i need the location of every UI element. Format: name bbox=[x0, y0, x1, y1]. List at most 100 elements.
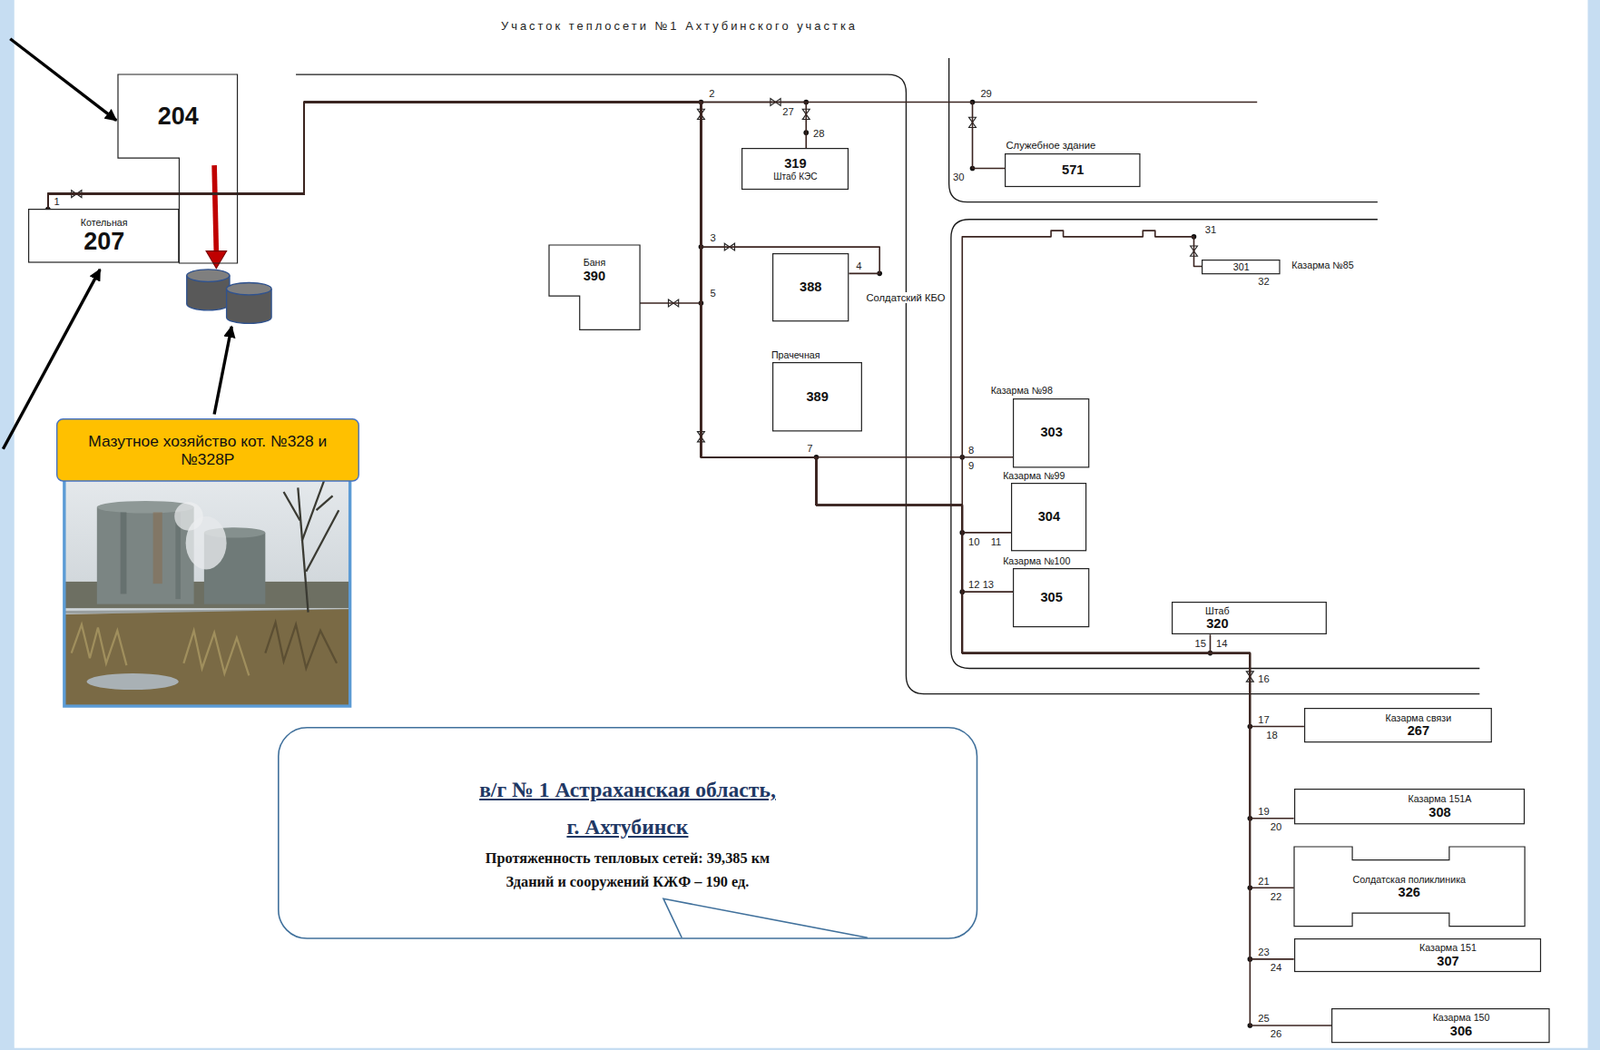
box-outline bbox=[1171, 602, 1326, 635]
building-box: 303Казарма №98 bbox=[1012, 398, 1090, 468]
callout-number: 19 bbox=[1256, 805, 1271, 817]
building-box: Казарма 150306 bbox=[1331, 1008, 1551, 1043]
callout-number: 1 bbox=[52, 196, 60, 207]
box-text: Зданий и сооружений КЖФ – 190 ед. bbox=[506, 870, 750, 894]
building-caption: Прачечная bbox=[770, 349, 822, 361]
box-outline bbox=[1305, 708, 1493, 743]
box-body: Котельная207 bbox=[28, 208, 179, 264]
building-box: 389Прачечная bbox=[772, 362, 863, 432]
box-body: 571 bbox=[1004, 153, 1141, 187]
box-outline bbox=[1294, 938, 1542, 972]
callout-number: 8 bbox=[967, 444, 975, 456]
building-caption: Казарма №100 bbox=[1001, 555, 1071, 567]
box-text: 388 bbox=[799, 279, 822, 295]
white-panel bbox=[14, 0, 1589, 1049]
heat-pipe bbox=[48, 101, 1012, 532]
box-text: Казарма 151А bbox=[1407, 793, 1472, 805]
box-body: Казарма 151А308 bbox=[1354, 788, 1525, 825]
box-text: 571 bbox=[1061, 162, 1084, 178]
heat-pipe bbox=[48, 101, 1295, 959]
box-body: Штаб320 bbox=[1171, 601, 1264, 635]
box-body: Баня390 bbox=[549, 245, 640, 296]
box-outline bbox=[1005, 153, 1140, 187]
callout-number: 27 bbox=[781, 106, 796, 118]
box-text: 303 bbox=[1040, 424, 1062, 441]
callout-number: 30 bbox=[952, 171, 966, 183]
box-outline bbox=[773, 363, 863, 432]
tank-photo bbox=[174, 501, 203, 531]
building-box: 571Служебное здание bbox=[1004, 153, 1141, 187]
building-box: Баня390 bbox=[549, 245, 640, 330]
building-caption: Казарма №99 bbox=[1001, 470, 1066, 481]
box-text: 267 bbox=[1407, 723, 1430, 739]
box-outline bbox=[773, 253, 849, 321]
callout-number: 12 bbox=[967, 579, 982, 590]
box-outline bbox=[29, 209, 179, 263]
box-body: 204 bbox=[117, 74, 238, 158]
box-text: 301 bbox=[1233, 261, 1250, 273]
box-text: 326 bbox=[1398, 884, 1421, 901]
building-caption: Солдатский КБО bbox=[864, 292, 946, 305]
box-text: Казарма 151 bbox=[1419, 942, 1477, 953]
box-body: Мазутное хозяйство кот. №328 и №328Р bbox=[56, 418, 360, 482]
callout-number: 26 bbox=[1269, 1028, 1284, 1040]
info-callout: в/г № 1 Астраханская область, г. Ахтубин… bbox=[277, 726, 978, 940]
box-text: 389 bbox=[805, 389, 828, 405]
tank-photo bbox=[297, 487, 308, 612]
box-body: Казарма 151307 bbox=[1354, 938, 1542, 972]
callout-number: 31 bbox=[1204, 224, 1218, 236]
box-text: 207 bbox=[83, 227, 125, 256]
fuel-arrow bbox=[214, 165, 216, 254]
building-box: 301Казарма №85 bbox=[1201, 259, 1281, 275]
box-text: Штаб КЭС bbox=[773, 171, 817, 183]
pointer-arrow bbox=[9, 39, 117, 121]
pointer-arrow bbox=[214, 326, 232, 415]
callout-number: 7 bbox=[805, 442, 814, 454]
box-outline bbox=[278, 726, 978, 938]
box-outline bbox=[1013, 398, 1090, 467]
building-box: 304Казарма №99 bbox=[1011, 482, 1087, 551]
box-outline bbox=[1202, 259, 1280, 274]
pipe-stub bbox=[972, 101, 1258, 104]
callout-number: 17 bbox=[1256, 714, 1271, 726]
tank-photo bbox=[302, 479, 325, 540]
box-body: 388 bbox=[772, 253, 849, 322]
box-text: 304 bbox=[1038, 509, 1061, 525]
heat-pipe bbox=[48, 101, 1295, 818]
building-caption: Казарма №98 bbox=[990, 384, 1054, 396]
heat-pipe bbox=[48, 101, 1014, 592]
callout-number: 23 bbox=[1256, 946, 1271, 958]
tank-photo bbox=[305, 510, 339, 571]
callout-number: 32 bbox=[1256, 275, 1271, 287]
building-box: Казарма 151307 bbox=[1294, 938, 1542, 972]
callout-number: 2 bbox=[707, 88, 716, 99]
box-text: Казарма 150 bbox=[1433, 1011, 1491, 1023]
box-body: Казарма связи267 bbox=[1344, 707, 1493, 743]
tank-photo bbox=[284, 491, 301, 521]
box-text: Солдатская поликлиника bbox=[1352, 873, 1466, 885]
building-box: 305Казарма №100 bbox=[1012, 568, 1090, 628]
box-text: в/г № 1 Астраханская область, г. Ахтубин… bbox=[477, 771, 778, 847]
building-caption: Служебное здание bbox=[1004, 139, 1097, 152]
box-text: 305 bbox=[1040, 589, 1062, 606]
box-outline bbox=[1171, 601, 1327, 635]
tank-photo bbox=[265, 622, 337, 669]
box-body: 301 bbox=[1201, 259, 1281, 275]
callout-number: 16 bbox=[1256, 673, 1271, 685]
callout-number: 11 bbox=[990, 536, 1003, 548]
box-text: 390 bbox=[583, 268, 606, 285]
box-text: Протяженность тепловых сетей: 39,385 км bbox=[485, 846, 770, 871]
tank-symbol bbox=[186, 269, 230, 282]
box-body: Солдатская поликлиника326 bbox=[1294, 860, 1525, 913]
callout-number: 24 bbox=[1269, 961, 1284, 973]
building-box: 388Солдатский КБО bbox=[772, 253, 849, 322]
boiler-house: Котельная207 bbox=[28, 208, 179, 264]
box-outline bbox=[1013, 569, 1090, 628]
box-text: 306 bbox=[1450, 1023, 1473, 1040]
box-outline bbox=[742, 148, 849, 190]
box-text: Казарма связи bbox=[1385, 712, 1453, 724]
callout-number: 29 bbox=[979, 88, 993, 99]
valve-symbol bbox=[71, 98, 1255, 683]
box-outline bbox=[1294, 846, 1525, 927]
tank-symbol bbox=[186, 269, 272, 324]
